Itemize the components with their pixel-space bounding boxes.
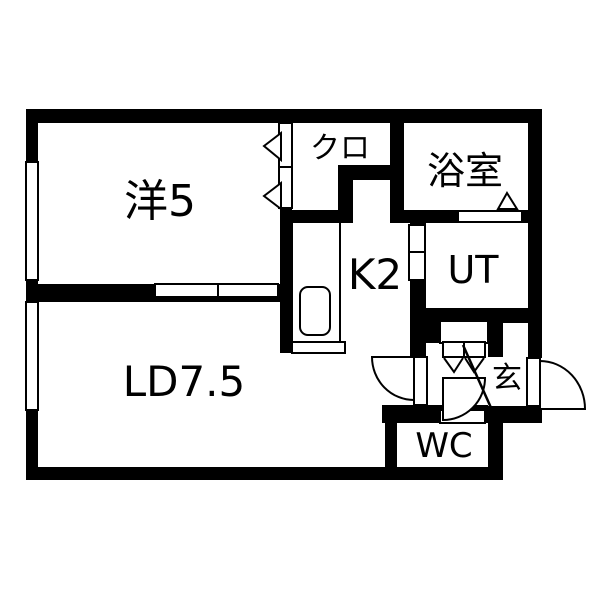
utility-door-upper [408,224,426,253]
label-bathroom: 浴室 [427,149,503,193]
label-utility: UT [447,248,499,292]
label-toilet: WC [415,426,472,466]
label-living-dining: LD7.5 [123,357,246,406]
window-yo5 [25,161,39,281]
kitchen-counter-base [291,341,346,354]
bathroom-door-triangle [496,191,519,210]
door-markers [262,130,519,212]
openings [25,122,541,424]
wall-toilet-right [488,423,503,480]
wall-top-outer [26,109,542,123]
door-swing-arc-toilet [442,377,487,422]
closet-door-triangle-upper [262,130,282,163]
wall-toilet-left [385,410,397,480]
cabinet-door-symbol-left [443,357,464,374]
wall-bottom-outer [26,467,503,480]
wall-kitchen-top [280,210,353,223]
kitchen-fixtures [291,221,346,354]
utility-door-lower [408,251,426,281]
wall-utility-bottom [410,308,542,323]
door-arcs [370,356,587,422]
door-swing-arc-hall [370,356,415,402]
room-labels: 洋5 クロ 浴室 K2 UT LD7.5 玄 WC [123,131,522,466]
utility-bottom-door [439,320,489,344]
bathroom-door [457,210,523,223]
wall-southeast-band [485,406,540,423]
window-ld [25,301,39,411]
wall-entrance-stub [488,323,503,357]
label-western-room: 洋5 [124,176,196,227]
sliding-door-yo5-ld [154,283,279,298]
wall-bathroom-left [390,109,404,223]
label-entrance: 玄 [492,361,522,396]
entrance-main-door-frame [526,357,541,407]
door-swing-arc-entrance [539,359,587,410]
kitchen-sink [299,286,331,336]
label-kitchen: K2 [348,250,402,299]
closet-door-triangle-lower [262,180,282,212]
entrance-inner-door-frame [413,356,428,406]
wall-closet-bottom [338,165,392,180]
label-closet: クロ [310,131,370,166]
entrance-door-leaf-line [461,344,494,411]
entrance-fixtures [442,341,494,411]
wall-right-outer-upper [528,109,542,358]
